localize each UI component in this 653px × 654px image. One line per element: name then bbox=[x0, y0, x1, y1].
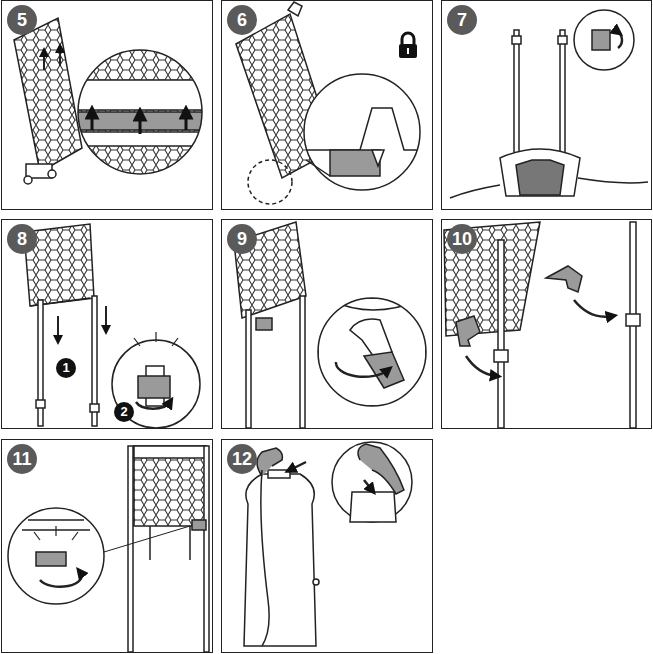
step-number: 11 bbox=[7, 444, 37, 474]
step-panel: 10 bbox=[441, 219, 652, 429]
step-panel: 12 bbox=[221, 439, 433, 653]
step-number: 6 bbox=[227, 5, 257, 35]
step-panel: 5 bbox=[1, 0, 213, 210]
step12-figure bbox=[244, 442, 412, 646]
step-number: 8 bbox=[7, 224, 37, 254]
step-number: 9 bbox=[227, 224, 257, 254]
step7-figure bbox=[450, 10, 648, 198]
step-panel: 7 bbox=[441, 0, 652, 210]
step9-figure bbox=[234, 222, 426, 428]
step-panel: 11 bbox=[1, 439, 213, 653]
step-panel: 8 bbox=[1, 219, 213, 429]
step-number: 7 bbox=[447, 5, 477, 35]
lock-icon bbox=[399, 33, 417, 58]
step10-figure bbox=[444, 222, 640, 428]
step5-figure bbox=[14, 18, 206, 184]
step8-figure bbox=[24, 224, 200, 428]
callout-number: 1 bbox=[56, 358, 76, 378]
step-panel: 6 bbox=[221, 0, 433, 210]
step-panel: 9 bbox=[221, 219, 433, 429]
callout-number: 2 bbox=[114, 402, 134, 422]
step-number: 12 bbox=[227, 444, 257, 474]
step-number: 10 bbox=[447, 224, 477, 254]
step6-figure bbox=[236, 2, 424, 204]
step-number: 5 bbox=[7, 5, 37, 35]
step11-figure bbox=[8, 446, 209, 652]
